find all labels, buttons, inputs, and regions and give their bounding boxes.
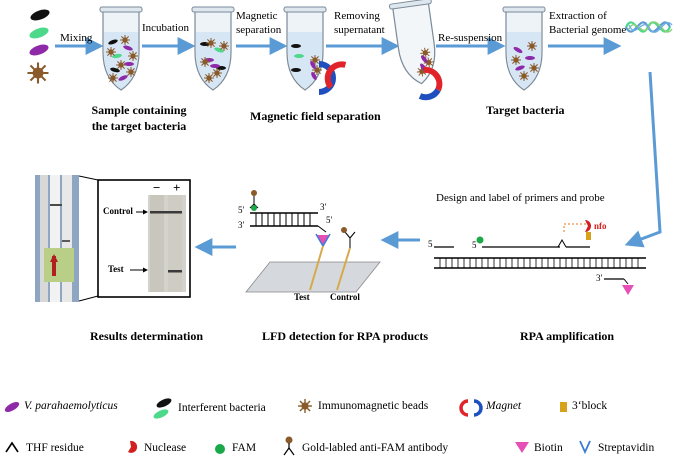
step-removing-1: Removing [334,10,380,22]
step-mixing: Mixing [60,32,93,44]
title-sample-1: Sample containing [91,103,187,117]
legend-vp-text: V. parahaemolyticus [24,400,118,412]
immunomagnetic-bead-icon [297,398,313,414]
rpa-3prime: 3′ [596,273,603,283]
interferent-bacteria-icon [29,27,49,39]
legend-fam-label: FAM [232,442,257,454]
zoom-line [78,175,99,181]
step-resuspension: Re-suspension [438,32,503,44]
legend-interferent-label: Interferent bacteria [178,402,266,414]
tube-magnetic-separation [283,6,347,95]
legend-thf-label: THF residue [26,442,84,454]
immunomagnetic-bead-icon [26,61,50,85]
strip-control-label: Control [103,206,133,216]
antibody-icon [283,436,295,456]
legend-beads-label: Immunomagnetic beads [318,400,429,412]
vp-bacteria-icon [29,44,49,56]
nuclease-icon [128,440,138,453]
rpa-nfo-label: nfo [594,221,607,231]
strip-plus-label: + [173,180,181,195]
interferent-bacteria-icon [30,9,50,21]
genome-helix-icon [625,21,673,33]
legend-nuclease-label: Nuclease [144,442,187,454]
strip-test-label: Test [108,264,124,274]
test-band [168,270,182,273]
lfd-5prime-top: 5′ [238,205,245,215]
title-sample-2: the target bacteria [91,119,187,133]
primer-design-label: Design and label of primers and probe [436,192,605,204]
legend-magnet-text: Magnet [486,400,522,412]
fam-icon [215,444,225,454]
rpa-5-probe: 5 [472,240,477,250]
lfd-control-label: Control [330,292,360,302]
step-incubation: Incubation [142,22,190,34]
block-icon [586,232,591,240]
lfd-3prime-bottom: 3′ [238,220,245,230]
legend-vp-label: V. parahaemolyticus [24,400,118,413]
title-target-bacteria: Target bacteria [486,103,565,117]
step-magnetic-separation-1: Magnetic [236,10,278,22]
tube-sample [99,6,143,91]
legend-antibody-label: Gold-labled anti-FAM antibody [302,442,449,454]
legend-block-label: 3‘block [572,400,608,412]
arrow-to-rpa [624,71,662,248]
biotin-icon [317,235,329,245]
streptavidin-icon [579,440,591,455]
step-removing-2: supernatant [334,24,385,36]
step-extraction-1: Extraction of [549,10,607,22]
tube-target-bacteria [502,6,546,91]
magnet-icon [418,66,443,101]
tube-incubation [191,6,235,91]
lfd-diagram [245,190,381,293]
magnet-icon [318,61,336,95]
legend-magnet-label: Magnet [486,400,521,413]
lfd-test-label: Test [294,292,310,302]
interferent-bacteria-icon [156,398,172,408]
zoom-line [78,295,99,302]
interferent-bacteria-icon [153,409,169,419]
block-icon [560,402,567,412]
magnet-icon [459,399,483,417]
thf-residue-icon [5,441,19,453]
rpa-diagram [434,220,646,295]
sample-ingredients [26,9,50,85]
lfd-3prime-top: 3′ [320,202,327,212]
nuclease-icon [585,220,591,232]
title-results: Results determination [90,329,203,343]
title-magnetic-field: Magnetic field separation [250,109,381,123]
control-band [150,211,182,214]
biotin-icon [515,442,529,453]
lfd-strip-photo [35,175,79,302]
legend-biotin-label: Biotin [534,442,563,454]
lfd-5prime-bottom: 5′ [326,215,333,225]
tube-removing-supernatant [388,0,436,85]
legend-streptavidin-label: Streptavidin [598,442,655,454]
vp-bacteria-icon [4,401,20,413]
rpa-5-left: 5 [428,239,433,249]
title-rpa: RPA amplification [520,329,615,343]
strip-minus-label: − [153,180,161,195]
title-lfd: LFD detection for RPA products [262,329,428,343]
step-extraction-2: Bacterial genome [549,24,627,36]
legend-icons [4,398,591,456]
step-magnetic-separation-2: separation [236,24,282,36]
